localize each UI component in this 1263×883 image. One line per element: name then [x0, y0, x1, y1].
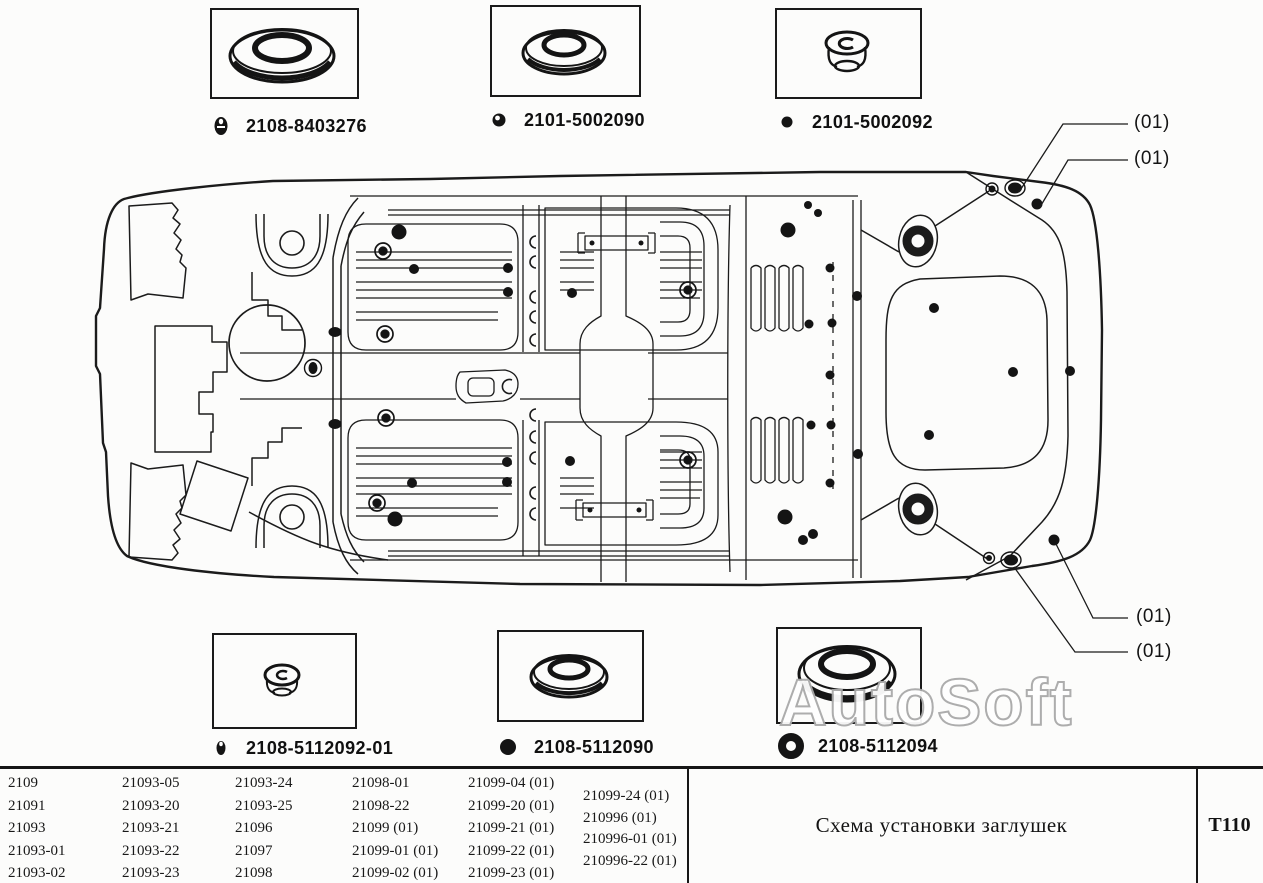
model-cell: 21099-21 (01) [468, 820, 555, 837]
table-divider [687, 769, 689, 883]
model-cell: 21096 [235, 820, 273, 837]
part-illustration-box [497, 630, 644, 722]
grommet-drawing [797, 645, 897, 703]
part-number: 2108-5112090 [534, 736, 654, 757]
model-cell: 21093-02 [8, 865, 66, 882]
model-cell: 21099-04 (01) [468, 775, 555, 791]
model-cell: 21093-22 [122, 842, 180, 859]
model-cell: 21093-25 [235, 797, 293, 814]
model-cell: 21097 [235, 842, 273, 859]
grommet-drawing [263, 663, 301, 697]
part-number: 2101-5002092 [812, 111, 933, 132]
part-caption: 2108-5112094 [776, 730, 938, 762]
model-cell: 21099-20 (01) [468, 797, 555, 814]
table-column-2: 21093-05 21093-20 21093-21 21093-22 2109… [122, 772, 180, 883]
grommet-drawing [529, 654, 609, 699]
model-cell: 21093 [8, 820, 46, 837]
part-caption: 2108-8403276 [208, 112, 367, 140]
part-number: 2108-5112094 [818, 735, 938, 756]
model-cell: 21093-23 [122, 865, 180, 882]
callout-label: (01) [1134, 112, 1170, 133]
table-column-4: 21098-01 21098-22 21099 (01) 21099-01 (0… [352, 772, 438, 883]
large-filled-dot-marker-icon [500, 739, 516, 755]
callout-label: (01) [1136, 641, 1172, 662]
model-cell: 210996-01 (01) [583, 831, 677, 848]
small-filled-oval-marker-icon [216, 741, 226, 755]
table-column-1: 2109 21091 21093 21093-01 21093-02 [8, 772, 66, 883]
grommet-drawing [521, 29, 607, 76]
ring-dot-marker-icon [492, 113, 506, 127]
model-cell: 21091 [8, 797, 46, 814]
model-cell: 210996 (01) [583, 809, 657, 826]
front-structure [128, 197, 389, 575]
table-column-5: 21099-04 (01) 21099-20 (01) 21099-21 (01… [468, 772, 554, 883]
filled-dot-marker-icon [781, 116, 793, 128]
ring-markers [303, 179, 1026, 569]
model-cell: 21099-24 (01) [583, 788, 670, 804]
model-cell: 21098-01 [352, 775, 410, 791]
model-cell: 21099-23 (01) [468, 865, 555, 882]
table-column-6: 21099-24 (01) 210996 (01) 210996-01 (01)… [583, 786, 677, 872]
filled-oval-marker-icon [214, 117, 228, 135]
part-caption: 2101-5002092 [774, 108, 933, 136]
model-cell: 21099-22 (01) [468, 842, 555, 859]
part-caption: 2108-5112090 [494, 732, 654, 762]
thick-ring-marker-icon [778, 733, 804, 759]
floor-structure [240, 195, 862, 582]
grommet-drawing [824, 30, 870, 73]
part-caption: 2101-5002090 [486, 106, 645, 134]
car-outline [94, 170, 1104, 587]
part-illustration-box [775, 8, 922, 99]
model-cell: 2109 [8, 775, 38, 791]
autosoft-watermark: AutoSoft [778, 664, 1074, 740]
part-illustration-box [490, 5, 641, 97]
part-caption: 2108-5112092-01 [208, 734, 393, 762]
table-top-border [0, 766, 1263, 769]
model-cell: 21093-24 [235, 775, 293, 791]
part-illustration-box [210, 8, 359, 99]
model-cell: 21098-22 [352, 797, 410, 814]
model-cell: 21093-21 [122, 820, 180, 837]
plug-markers [308, 182, 1075, 566]
part-number: 2101-5002090 [524, 109, 645, 130]
model-cell: 21093-05 [122, 775, 180, 791]
rear-structure [860, 190, 1049, 561]
callout-label: (01) [1134, 148, 1170, 169]
sheet-title: Схема установки заглушек [815, 812, 1068, 837]
sheet-code: Т110 [1208, 813, 1251, 836]
model-cell: 21093-20 [122, 797, 180, 814]
part-number: 2108-5112092-01 [246, 737, 394, 758]
model-cell: 21093-01 [8, 842, 66, 859]
table-column-3: 21093-24 21093-25 21096 21097 21098 [235, 772, 293, 883]
model-cell: 210996-22 (01) [583, 852, 677, 869]
model-cell: 21099-01 (01) [352, 842, 439, 859]
part-illustration-box [212, 633, 357, 729]
model-cell: 21099 (01) [352, 820, 419, 837]
part-number: 2108-8403276 [246, 115, 367, 136]
table-divider [1196, 769, 1198, 883]
model-cell: 21099-02 (01) [352, 865, 439, 882]
part-illustration-box [776, 627, 922, 724]
model-cell: 21098 [235, 865, 273, 882]
callout-leader-lines [1013, 123, 1128, 653]
grommet-drawing [228, 28, 336, 84]
callout-label: (01) [1136, 606, 1172, 627]
